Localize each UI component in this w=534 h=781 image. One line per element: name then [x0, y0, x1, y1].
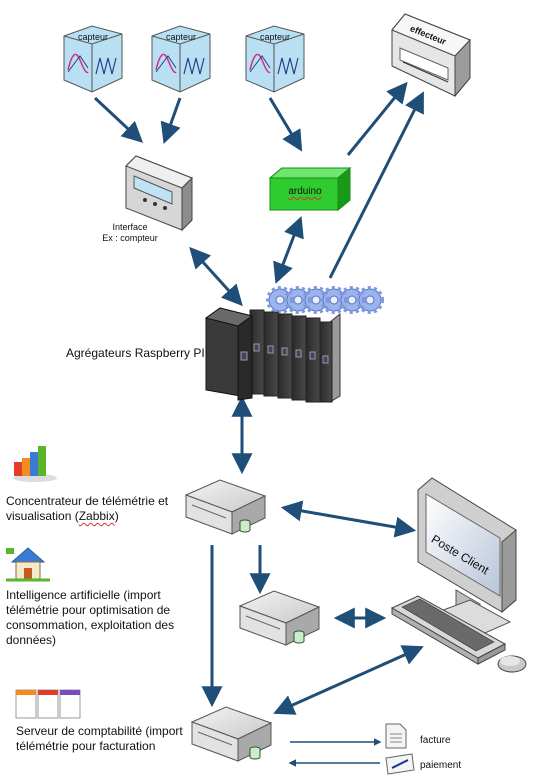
keyboard — [390, 595, 507, 665]
interface-sublabel: Ex : compteur — [102, 233, 158, 243]
concentrator-label: Concentrateur de télémétrie et visualisa… — [6, 494, 168, 524]
interface-label: Interface — [112, 222, 148, 232]
client-workstation — [390, 477, 527, 673]
effector-device — [391, 13, 471, 98]
ai-server — [238, 590, 321, 646]
rack-unit — [305, 317, 321, 403]
sensor-2 — [151, 25, 211, 93]
arrow-interface-aggregator — [189, 246, 243, 307]
arrow-arduino-aggregator — [273, 216, 304, 284]
arrow-arduino-effector — [346, 81, 408, 156]
arrow-capteur1-interface — [93, 96, 144, 143]
aggregator-rack — [204, 307, 341, 403]
rack-unit — [277, 313, 293, 399]
rack-unit — [291, 315, 307, 401]
accounting-label: Serveur de comptabilité (import télémétr… — [16, 724, 183, 753]
concentrator-label-line1: Concentrateur de télémétrie et — [6, 494, 169, 508]
paiement-label: paiement — [420, 760, 462, 771]
accounting-server — [190, 706, 273, 762]
arrows — [93, 81, 424, 767]
arrow-capteur2-interface — [160, 97, 182, 144]
arrow-capteur3-arduino — [268, 97, 303, 152]
ai-label: Intelligence artificielle (import télémé… — [6, 588, 175, 647]
sensor-1 — [63, 25, 123, 93]
mouse — [497, 655, 527, 673]
check-payment-icon — [385, 753, 415, 775]
concentrator-label-line2: visualisation (Zabbix) — [6, 509, 168, 524]
arrow-concentrator-client — [280, 500, 417, 538]
document-icon — [385, 723, 407, 749]
arrow-aggregator-effector — [328, 91, 424, 279]
gear-icons — [266, 286, 384, 314]
concentrator-server — [184, 479, 267, 535]
rack-unit — [319, 312, 341, 403]
bar-chart-icon — [13, 446, 57, 482]
concentrator-label-part-a: visualisation ( — [6, 509, 79, 523]
facture-label: facture — [420, 735, 451, 746]
sensor-label-1: capteur — [77, 32, 109, 42]
arduino-board — [268, 166, 352, 212]
interface-device — [125, 155, 193, 232]
rack-unit — [263, 311, 279, 397]
sensor-label-2: capteur — [165, 32, 197, 42]
house-icon — [6, 547, 50, 582]
arduino-label-text: arduino — [288, 186, 322, 197]
arrow-client-accounting — [273, 645, 424, 715]
calendar-cards-icon — [15, 689, 81, 719]
aggregator-label: Agrégateurs Raspberry PI — [66, 346, 205, 360]
sensor-label-3: capteur — [259, 32, 291, 42]
sensor-3 — [245, 25, 305, 93]
arduino-label: arduino — [272, 186, 338, 197]
concentrator-label-part-c: ) — [114, 509, 119, 523]
concentrator-label-zabbix: Zabbix — [78, 509, 115, 523]
